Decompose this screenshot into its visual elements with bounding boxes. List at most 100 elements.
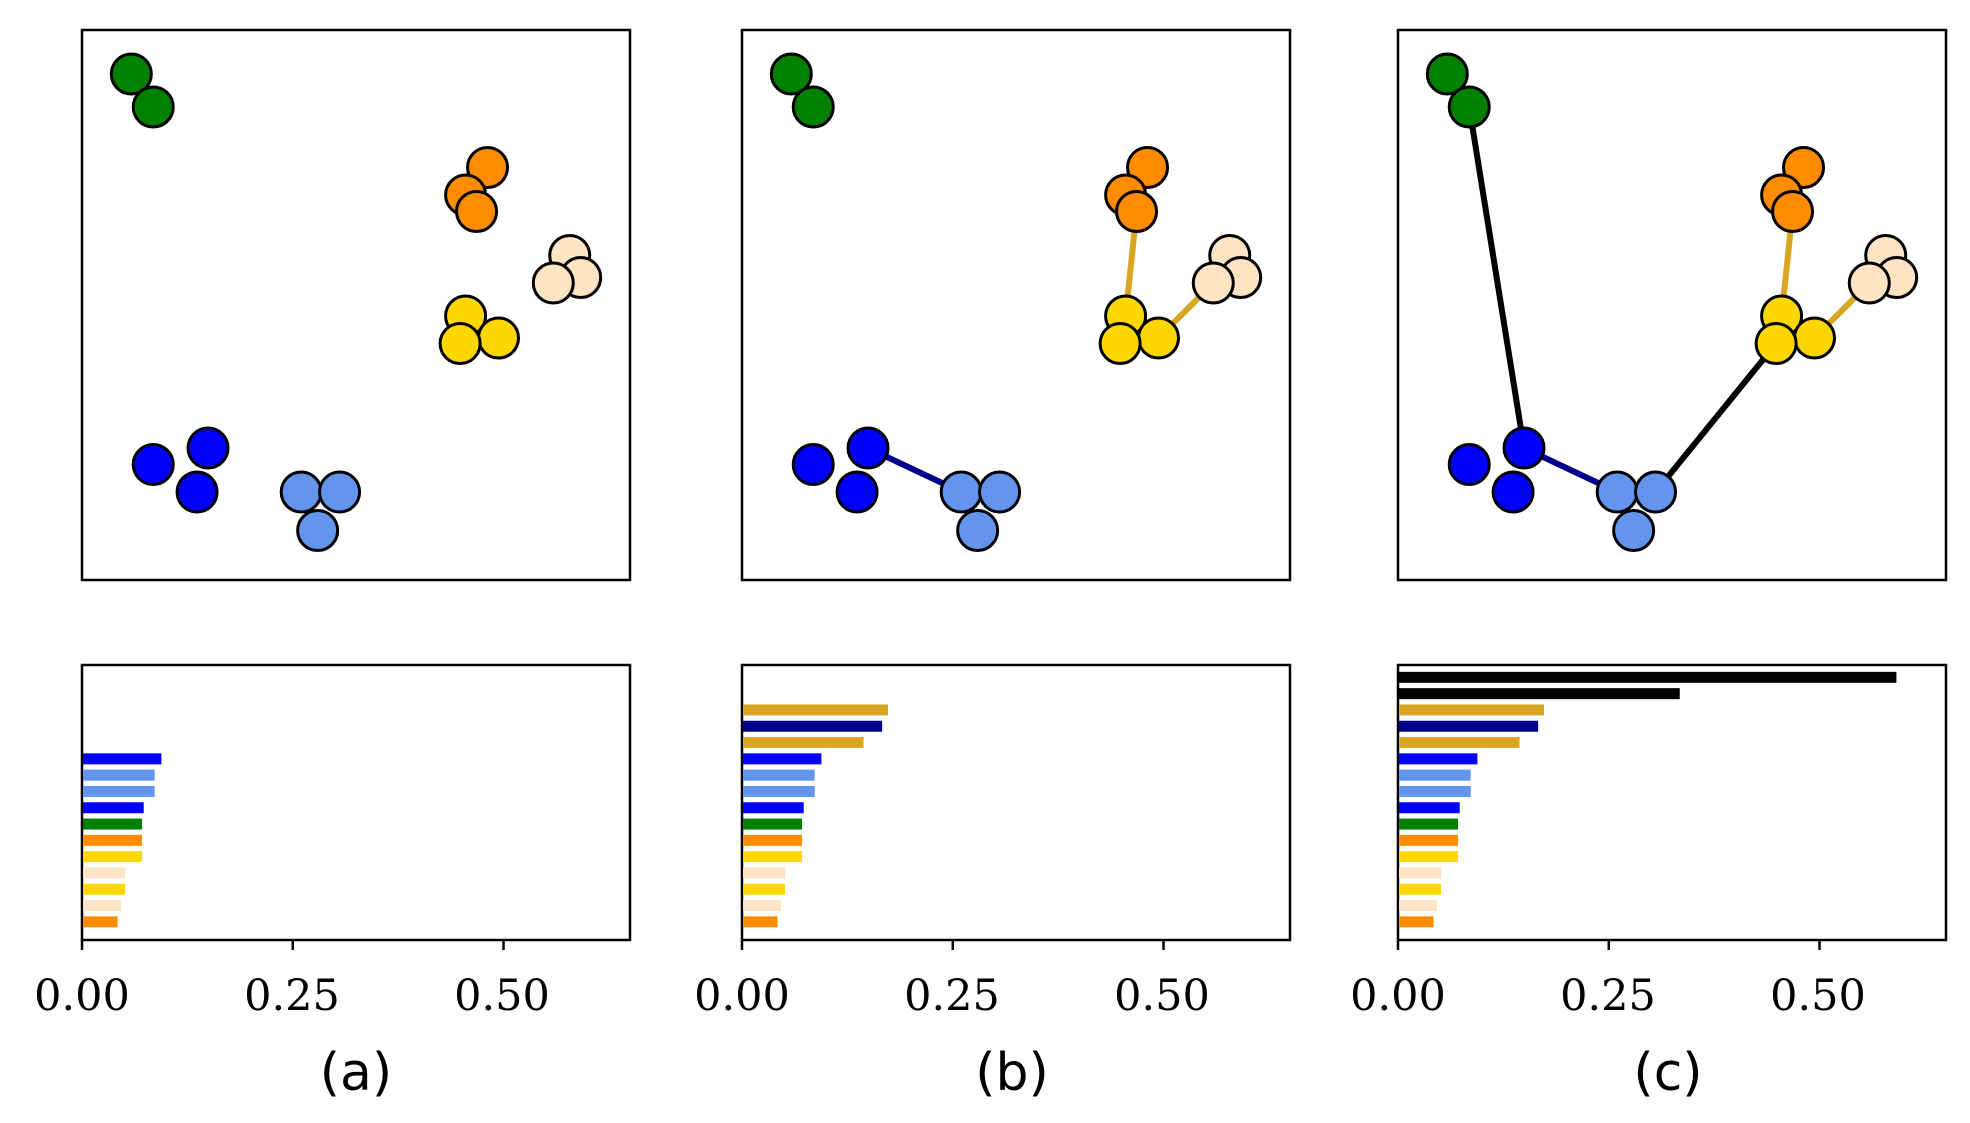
data-point: [978, 470, 1022, 514]
bar: [743, 883, 786, 895]
data-point: [131, 85, 175, 129]
x-tick-label: 0.00: [34, 971, 130, 1021]
edge-line: [1466, 104, 1528, 451]
bar-chart-a: [80, 663, 632, 950]
bar-chart-c: [1396, 663, 1948, 950]
bar: [1399, 720, 1539, 732]
x-tick-label: 0.50: [454, 971, 550, 1021]
data-point: [1425, 52, 1469, 96]
bar: [83, 916, 118, 928]
edge-line: [1652, 340, 1780, 495]
panel-a: 0.00 0.25 0.50 (a): [34, 28, 632, 1103]
data-point: [1115, 190, 1159, 233]
bar: [83, 851, 143, 863]
bar: [1399, 704, 1545, 716]
bar: [743, 769, 815, 781]
x-axis-b: 0.00 0.25 0.50: [694, 971, 1210, 1021]
data-point: [1447, 443, 1491, 486]
bar: [1399, 785, 1471, 797]
bar: [743, 802, 804, 814]
x-tick-label: 0.25: [244, 971, 340, 1021]
bar: [83, 834, 143, 846]
scatter-plot-b: [740, 28, 1292, 582]
panel-caption: (a): [320, 1043, 392, 1103]
data-point: [939, 470, 983, 514]
bar: [743, 834, 803, 846]
bar: [743, 818, 803, 830]
panel-caption: (c): [1633, 1043, 1702, 1103]
panel-c: 0.00 0.25 0.50 (c): [1350, 28, 1948, 1103]
data-point: [1847, 261, 1891, 305]
data-point: [1191, 261, 1235, 305]
data-point: [835, 470, 879, 514]
bar: [1399, 818, 1459, 830]
bar: [743, 851, 803, 863]
data-point: [296, 509, 340, 552]
data-point: [131, 443, 175, 486]
bar: [83, 769, 155, 781]
data-point: [438, 322, 482, 365]
x-tick-label: 0.25: [1560, 971, 1656, 1021]
data-point: [1502, 426, 1546, 470]
data-point: [769, 52, 813, 96]
panel-b: 0.00 0.25 0.50 (b): [694, 28, 1292, 1103]
data-point: [175, 470, 219, 514]
data-point: [791, 85, 835, 129]
data-point: [318, 470, 362, 514]
data-point: [109, 52, 153, 96]
bar: [1399, 671, 1897, 683]
data-point: [956, 509, 1000, 552]
data-point: [1136, 316, 1180, 360]
bar: [1399, 737, 1520, 749]
x-tick-label: 0.50: [1770, 971, 1866, 1021]
data-point: [1491, 470, 1535, 514]
bar: [83, 753, 162, 765]
bar: [1399, 769, 1471, 781]
bar: [83, 785, 155, 797]
scatter-plot-c: [1396, 28, 1948, 582]
data-point: [791, 443, 835, 486]
bar: [83, 867, 126, 879]
scatter-plot-a: [80, 28, 632, 582]
bar: [1399, 834, 1459, 846]
bar: [743, 737, 864, 749]
data-point: [476, 316, 520, 360]
bar: [743, 916, 778, 928]
bar: [743, 785, 815, 797]
bar: [743, 704, 889, 716]
bar: [83, 802, 144, 814]
data-point: [186, 426, 230, 470]
data-point: [1612, 509, 1656, 552]
data-point: [1634, 470, 1678, 514]
data-point: [1771, 190, 1815, 233]
bar: [1399, 867, 1442, 879]
x-axis-a: 0.00 0.25 0.50: [34, 971, 550, 1021]
data-point: [455, 190, 499, 233]
x-axis-c: 0.00 0.25 0.50: [1350, 971, 1866, 1021]
bar: [1399, 688, 1680, 700]
data-point: [1098, 322, 1142, 365]
bar: [1399, 753, 1478, 765]
data-point: [1595, 470, 1639, 514]
bar: [1399, 851, 1459, 863]
x-tick-label: 0.00: [694, 971, 790, 1021]
data-point: [846, 426, 890, 470]
data-point: [1754, 322, 1798, 365]
data-point: [531, 261, 575, 305]
bar: [1399, 802, 1460, 814]
x-tick-label: 0.00: [1350, 971, 1446, 1021]
bar: [1399, 900, 1437, 912]
bar: [1399, 883, 1442, 895]
plot-frame: [80, 663, 632, 942]
bar: [83, 818, 143, 830]
bar-chart-b: [740, 663, 1292, 950]
data-point: [1792, 316, 1836, 360]
bar: [83, 883, 126, 895]
bar: [743, 900, 781, 912]
x-tick-label: 0.50: [1114, 971, 1210, 1021]
data-point: [1447, 85, 1491, 129]
bar: [1399, 916, 1434, 928]
bar: [743, 753, 822, 765]
bar: [743, 867, 786, 879]
